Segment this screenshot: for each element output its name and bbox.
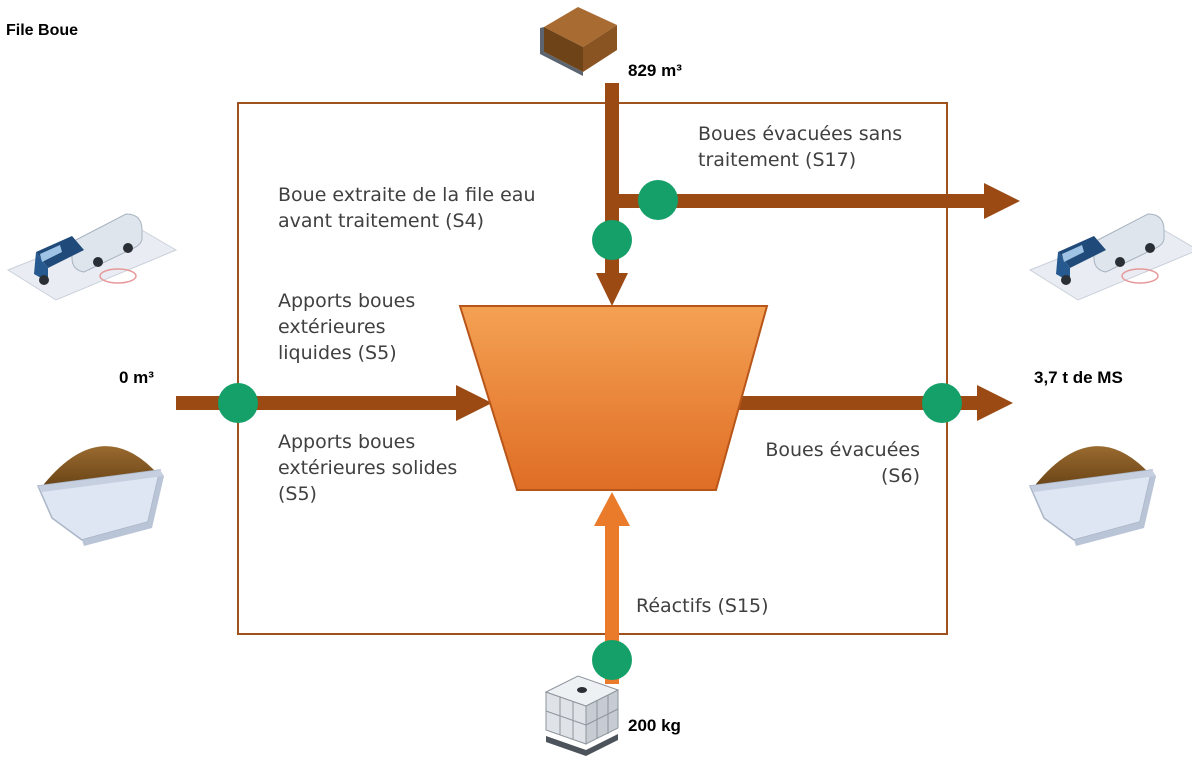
flow-left-arrowhead [456,385,492,421]
node-s15 [592,640,632,680]
label-s4-line2: avant traitement (S4) [278,209,485,232]
sludge-box-icon [540,7,617,76]
label-s5-liquid-line1: Apports boues [278,290,416,312]
label-s4: Boue extraite de la file eau avant trait… [278,183,536,235]
label-s5-liquid-line2: extérieures [278,315,386,338]
diagram-title: File Boue [6,22,79,39]
value-reagent: 200 kg [628,716,681,735]
treatment-hopper [458,305,769,491]
label-s5-solid: Apports boues extérieures solides (S5) [278,430,457,507]
value-top-inflow: 829 m³ [628,61,682,80]
flow-reagent-arrowhead [594,492,630,526]
label-s17-line1: Boues évacuées sans [698,123,903,145]
flow-right-arrowhead [977,385,1013,421]
flow-top-arrowhead [596,273,628,306]
flow-s17-arrowhead [984,183,1020,219]
label-s17-line2: traitement (S17) [698,148,857,171]
value-left-inflow: 0 m³ [119,368,154,387]
label-s6: Boues évacuées (S6) [737,438,920,490]
node-s6 [922,383,962,423]
tanker-truck-icon [1028,213,1192,301]
label-s15-line1: Réactifs (S15) [636,595,769,617]
node-s4 [592,220,632,260]
ibc-container-icon [544,675,620,756]
label-s6-line2: (S6) [881,464,920,487]
label-s5-solid-line3: (S5) [278,482,317,505]
node-s5 [218,383,258,423]
sludge-skip-icon [1028,446,1156,546]
label-s5-liquid-line3: liquides (S5) [278,341,397,364]
label-s5-solid-line1: Apports boues [278,431,416,453]
label-s4-line1: Boue extraite de la file eau [278,184,536,206]
label-s5-solid-line2: extérieures solides [278,456,458,479]
sludge-skip-icon [36,446,164,546]
system-boundary [237,102,948,635]
tanker-truck-icon [6,213,178,301]
flow-right-pipe [733,396,980,410]
value-right-outflow: 3,7 t de MS [1034,368,1123,387]
label-s5-liquid: Apports boues extérieures liquides (S5) [278,289,415,366]
label-s6-line1: Boues évacuées [765,439,920,461]
node-s17 [638,180,678,220]
label-s15: Réactifs (S15) [636,594,769,620]
flow-s17-pipe [612,194,990,208]
label-s17: Boues évacuées sans traitement (S17) [698,122,902,174]
